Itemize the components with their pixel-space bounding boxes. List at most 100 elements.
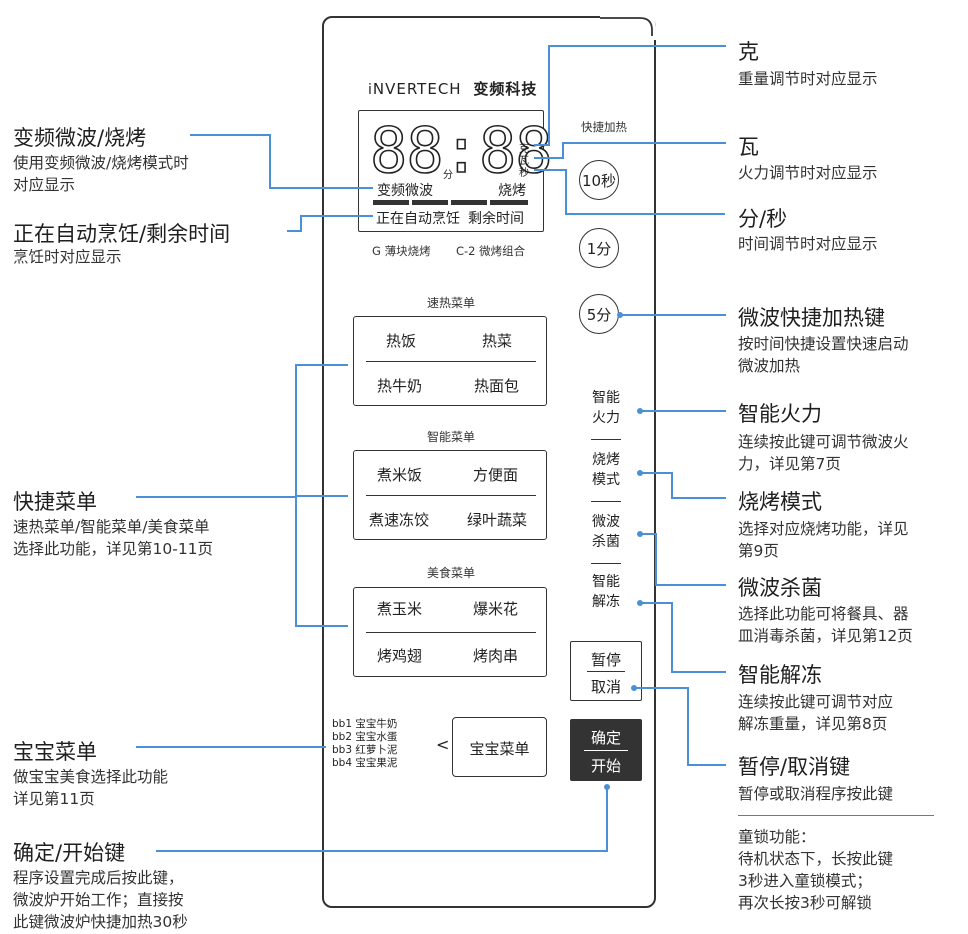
leader-line — [687, 687, 689, 765]
menu-item-popcorn[interactable]: 爆米花 — [473, 600, 519, 618]
caption-c-mode: C-2 微烤组合 — [456, 244, 526, 258]
button-divider — [587, 671, 625, 673]
quick-1min-button[interactable]: 1分 — [579, 228, 619, 268]
leader-line — [534, 157, 564, 159]
annotation-title: 微波快捷加热键 — [738, 306, 885, 330]
menu-item-hot-milk[interactable]: 热牛奶 — [377, 377, 423, 395]
smart-power-button[interactable]: 智能火力 — [592, 390, 620, 426]
child-lock-note: 童锁功能： 待机状态下，长按此键 3秒进入童锁模式； 再次长按3秒可解锁 — [738, 828, 894, 912]
leader-dot — [637, 408, 643, 414]
pause-cancel-button[interactable]: 暂停 取消 — [570, 641, 642, 701]
leader-line — [640, 602, 672, 604]
button-separator — [591, 439, 621, 440]
annotation-desc: 速热菜单/智能菜单/美食菜单选择此功能，详见第10-11页 — [13, 518, 214, 558]
annotation-desc: 按时间快捷设置快速启动微波加热 — [738, 335, 909, 375]
baby-option: bb2 宝宝水蛋 — [332, 731, 398, 743]
leader-line — [671, 472, 673, 498]
annotation-desc: 时间调节时对应显示 — [738, 235, 878, 253]
annotation-desc: 火力调节时对应显示 — [738, 164, 878, 182]
leader-line — [534, 169, 566, 171]
lcd-display — [358, 110, 544, 232]
annotation-desc: 程序设置完成后按此键，微波炉开始工作；直接按此键微波炉快捷加热30秒 — [13, 869, 188, 931]
leader-dot — [637, 470, 643, 476]
annotation-title: 烧烤模式 — [738, 490, 822, 514]
leader-line — [156, 850, 608, 852]
menu-divider — [366, 495, 536, 497]
button-separator — [591, 563, 621, 564]
annotation-desc: 连续按此键可调节微波火力，详见第7页 — [738, 433, 909, 473]
section-divider — [738, 815, 934, 816]
leader-line — [287, 230, 301, 232]
sterilize-button[interactable]: 微波杀菌 — [592, 514, 620, 550]
leader-line — [300, 215, 302, 232]
menu-item-instant-noodles[interactable]: 方便面 — [473, 466, 519, 484]
lcd-status-remaining: 剩余时间 — [468, 211, 524, 227]
annotation-title: 快捷菜单 — [13, 490, 97, 514]
lcd-unit-gram: 克 — [519, 144, 529, 155]
leader-line — [671, 671, 726, 673]
leader-line — [640, 410, 726, 412]
menu-item-chicken-wings[interactable]: 烤鸡翅 — [377, 647, 423, 665]
leader-line — [548, 45, 550, 145]
leader-line — [655, 533, 657, 585]
smart-menu — [353, 450, 547, 540]
leader-line — [300, 215, 373, 217]
baby-menu-button[interactable]: 宝宝菜单 — [452, 717, 547, 777]
leader-line — [136, 496, 296, 498]
leader-line — [295, 364, 348, 366]
panel-corner-tab — [600, 15, 656, 40]
confirm-start-button[interactable]: 确定 开始 — [570, 719, 642, 781]
leader-line — [190, 134, 270, 136]
annotation-title: 瓦 — [738, 135, 759, 159]
leader-line — [640, 472, 672, 474]
menu-item-frozen-dumplings[interactable]: 煮速冻饺 — [369, 511, 430, 529]
menu-item-kebab[interactable]: 烤肉串 — [473, 647, 519, 665]
menu-title-quick-heat: 速热菜单 — [427, 296, 476, 310]
menu-divider — [366, 632, 536, 634]
leader-line — [534, 144, 550, 146]
grill-mode-button[interactable]: 烧烤模式 — [592, 452, 620, 488]
leader-dot — [637, 600, 643, 606]
baby-options-list: bb1 宝宝牛奶 bb2 宝宝水蛋 bb3 红萝卜泥 bb4 宝宝果泥 — [332, 718, 397, 770]
leader-line — [136, 746, 326, 748]
leader-dot — [604, 784, 610, 790]
menu-item-hot-rice[interactable]: 热饭 — [386, 332, 417, 350]
annotation-title: 克 — [738, 40, 759, 64]
lcd-bar — [490, 200, 528, 205]
leader-line — [269, 134, 271, 188]
menu-title-gourmet: 美食菜单 — [427, 566, 476, 580]
menu-item-cook-rice[interactable]: 煮米饭 — [377, 466, 423, 484]
menu-item-hot-dish[interactable]: 热菜 — [482, 332, 513, 350]
baby-option: bb4 宝宝果泥 — [332, 757, 398, 769]
leader-line — [640, 533, 656, 535]
caption-g-mode: G 薄块烧烤 — [372, 244, 431, 258]
leader-line — [671, 602, 673, 672]
leader-line — [606, 787, 608, 852]
caption-quick-heat: 快捷加热 — [581, 120, 627, 134]
quick-10s-button[interactable]: 10秒 — [579, 160, 619, 200]
menu-item-corn[interactable]: 煮玉米 — [377, 600, 423, 618]
chevron-left-icon: < — [436, 735, 450, 754]
leader-line — [655, 584, 726, 586]
menu-title-smart: 智能菜单 — [427, 430, 476, 444]
quick-5min-button[interactable]: 5分 — [579, 294, 619, 334]
lcd-digits: 88:88 — [369, 114, 553, 187]
leader-line — [565, 169, 567, 215]
leader-line — [295, 495, 348, 497]
leader-line — [295, 625, 348, 627]
annotation-desc: 暂停或取消程序按此键 — [738, 785, 894, 803]
smart-defrost-button[interactable]: 智能解冻 — [592, 574, 620, 610]
menu-item-hot-bread[interactable]: 热面包 — [474, 377, 520, 395]
annotation-title: 正在自动烹饪/剩余时间 — [13, 222, 231, 246]
leader-line — [620, 314, 726, 316]
lcd-status-cooking: 正在自动烹饪 — [376, 211, 460, 227]
lcd-bar — [412, 200, 448, 205]
lcd-bar — [451, 200, 487, 205]
leader-line — [671, 497, 726, 499]
leader-line — [565, 213, 725, 215]
annotation-title: 确定/开始键 — [13, 841, 126, 865]
button-separator — [591, 501, 621, 502]
leader-line — [562, 142, 564, 158]
lcd-unit-minute: 分 — [443, 170, 453, 181]
menu-item-leafy-greens[interactable]: 绿叶蔬菜 — [467, 511, 528, 529]
